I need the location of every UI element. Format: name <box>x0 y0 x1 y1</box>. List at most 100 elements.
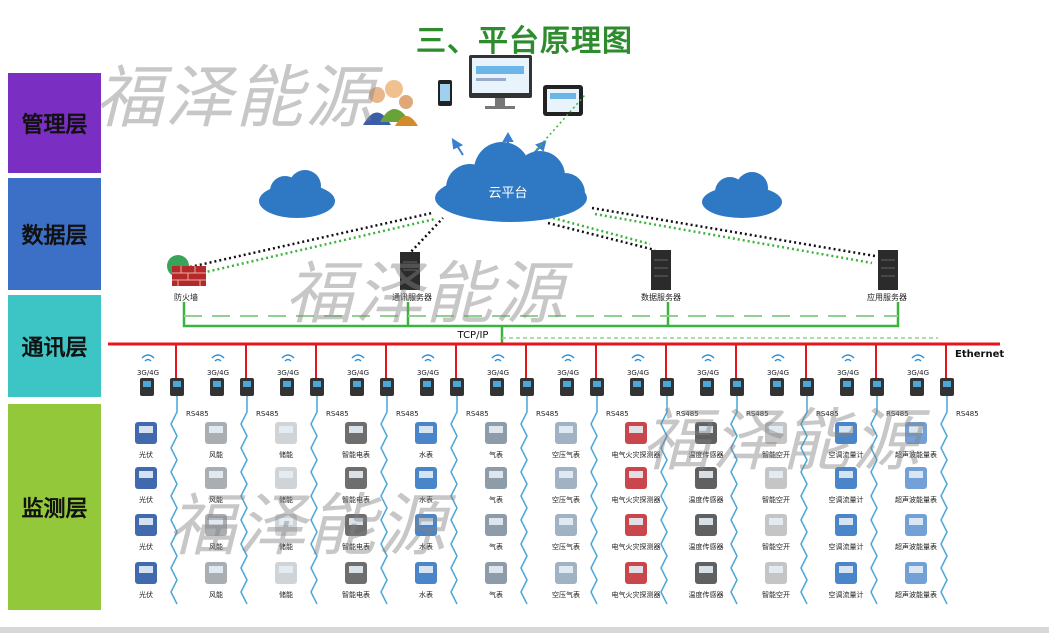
device-label: 气表 <box>489 495 503 504</box>
device-icon-face <box>909 518 923 525</box>
gateway-4g-screen <box>423 381 431 387</box>
firewall-icon <box>167 255 206 286</box>
rs485-label: RS485 <box>256 410 279 418</box>
device-label: 超声波能量表 <box>895 542 937 551</box>
rs485-label: RS485 <box>186 410 209 418</box>
rs485-label: RS485 <box>536 410 559 418</box>
server-data-icon <box>651 250 671 290</box>
layer-management: 管理层 <box>8 73 101 173</box>
device-icon-face <box>419 426 433 433</box>
device-icon-face <box>349 471 363 478</box>
device-icon-face <box>419 566 433 573</box>
cloud-platform <box>435 142 587 222</box>
device-icon-face <box>349 426 363 433</box>
rs485-bus <box>310 396 318 605</box>
gateway-wireless-label: 3G/4G <box>207 369 229 377</box>
page-title: 三、平台原理图 <box>416 24 633 59</box>
gateway-wireless-label: 3G/4G <box>277 369 299 377</box>
gateway-rs485-screen <box>313 381 321 387</box>
device-label: 温度传感器 <box>689 542 724 551</box>
layer-management-label: 管理层 <box>21 113 88 138</box>
device-icon-face <box>349 518 363 525</box>
wifi-icon <box>421 354 435 362</box>
gateway-4g-screen <box>913 381 921 387</box>
device-icon-face <box>699 471 713 478</box>
rs485-label: RS485 <box>886 410 909 418</box>
device-label: 风能 <box>209 450 223 459</box>
device-label: 超声波能量表 <box>895 590 937 599</box>
gateway-rs485-screen <box>453 381 461 387</box>
rs485-bus <box>940 396 948 605</box>
device-label: 超声波能量表 <box>895 495 937 504</box>
device-label: 空调流量计 <box>829 590 864 599</box>
device-icon-face <box>489 518 503 525</box>
device-icon-face <box>209 471 223 478</box>
rs485-label: RS485 <box>466 410 489 418</box>
rs485-bus <box>450 396 458 605</box>
device-label: 水表 <box>419 542 433 551</box>
wifi-icon <box>771 354 785 362</box>
device-label: 光伏 <box>139 590 153 599</box>
device-label: 温度传感器 <box>689 495 724 504</box>
device-label: 空压气表 <box>552 542 580 551</box>
rs485-bus <box>520 396 528 605</box>
phone-icon <box>438 80 452 106</box>
device-icon-face <box>279 426 293 433</box>
rs485-bus <box>380 396 388 605</box>
wifi-icon <box>281 354 295 362</box>
gateway-rs485-screen <box>243 381 251 387</box>
gateway-rs485-screen <box>943 381 951 387</box>
ethernet-label: Ethernet <box>955 349 1004 360</box>
device-icon-face <box>349 566 363 573</box>
wifi-icon <box>561 354 575 362</box>
device-icon-face <box>839 426 853 433</box>
device-icon-face <box>489 471 503 478</box>
device-label: 光伏 <box>139 542 153 551</box>
layer-communication: 通讯层 <box>8 295 101 397</box>
rs485-bus <box>800 396 808 605</box>
device-label: 气表 <box>489 590 503 599</box>
device-label: 智能电表 <box>342 590 370 599</box>
server-comm-label: 通讯服务器 <box>392 292 432 302</box>
gateway-4g-screen <box>563 381 571 387</box>
rs485-label: RS485 <box>816 410 839 418</box>
layer-data-label: 数据层 <box>21 224 88 249</box>
device-label: 储能 <box>279 590 293 599</box>
device-label: 空压气表 <box>552 590 580 599</box>
gateway-wireless-label: 3G/4G <box>837 369 859 377</box>
cloud-right <box>702 172 782 218</box>
monitor-icon <box>469 55 532 109</box>
wifi-icon <box>631 354 645 362</box>
bottom-scrollbar[interactable] <box>0 627 1049 633</box>
rs485-bus <box>730 396 738 605</box>
device-icon-face <box>489 566 503 573</box>
device-label: 智能电表 <box>342 542 370 551</box>
device-icon-face <box>209 426 223 433</box>
server-data-label: 数据服务器 <box>641 292 681 302</box>
device-label: 温度传感器 <box>689 450 724 459</box>
device-icon-face <box>699 566 713 573</box>
cloud-links <box>189 206 876 277</box>
firewall-label: 防火墙 <box>174 292 198 302</box>
wifi-icon <box>911 354 925 362</box>
device-label: 空调流量计 <box>829 495 864 504</box>
server-app-label: 应用服务器 <box>867 292 907 302</box>
device-label: 风能 <box>209 542 223 551</box>
device-icon-face <box>209 566 223 573</box>
rs485-bus <box>240 396 248 605</box>
device-label: 气表 <box>489 450 503 459</box>
rs485-label: RS485 <box>326 410 349 418</box>
device-label: 智能空开 <box>762 450 790 459</box>
gateway-wireless-label: 3G/4G <box>907 369 929 377</box>
device-icon-face <box>559 566 573 573</box>
device-icon-face <box>559 426 573 433</box>
device-label: 空压气表 <box>552 450 580 459</box>
device-label: 水表 <box>419 450 433 459</box>
device-icon-face <box>699 426 713 433</box>
cloud-label: 云平台 <box>488 186 527 201</box>
device-icon-face <box>769 471 783 478</box>
gateway-rs485-screen <box>803 381 811 387</box>
device-icon-face <box>279 471 293 478</box>
device-icon-face <box>769 426 783 433</box>
